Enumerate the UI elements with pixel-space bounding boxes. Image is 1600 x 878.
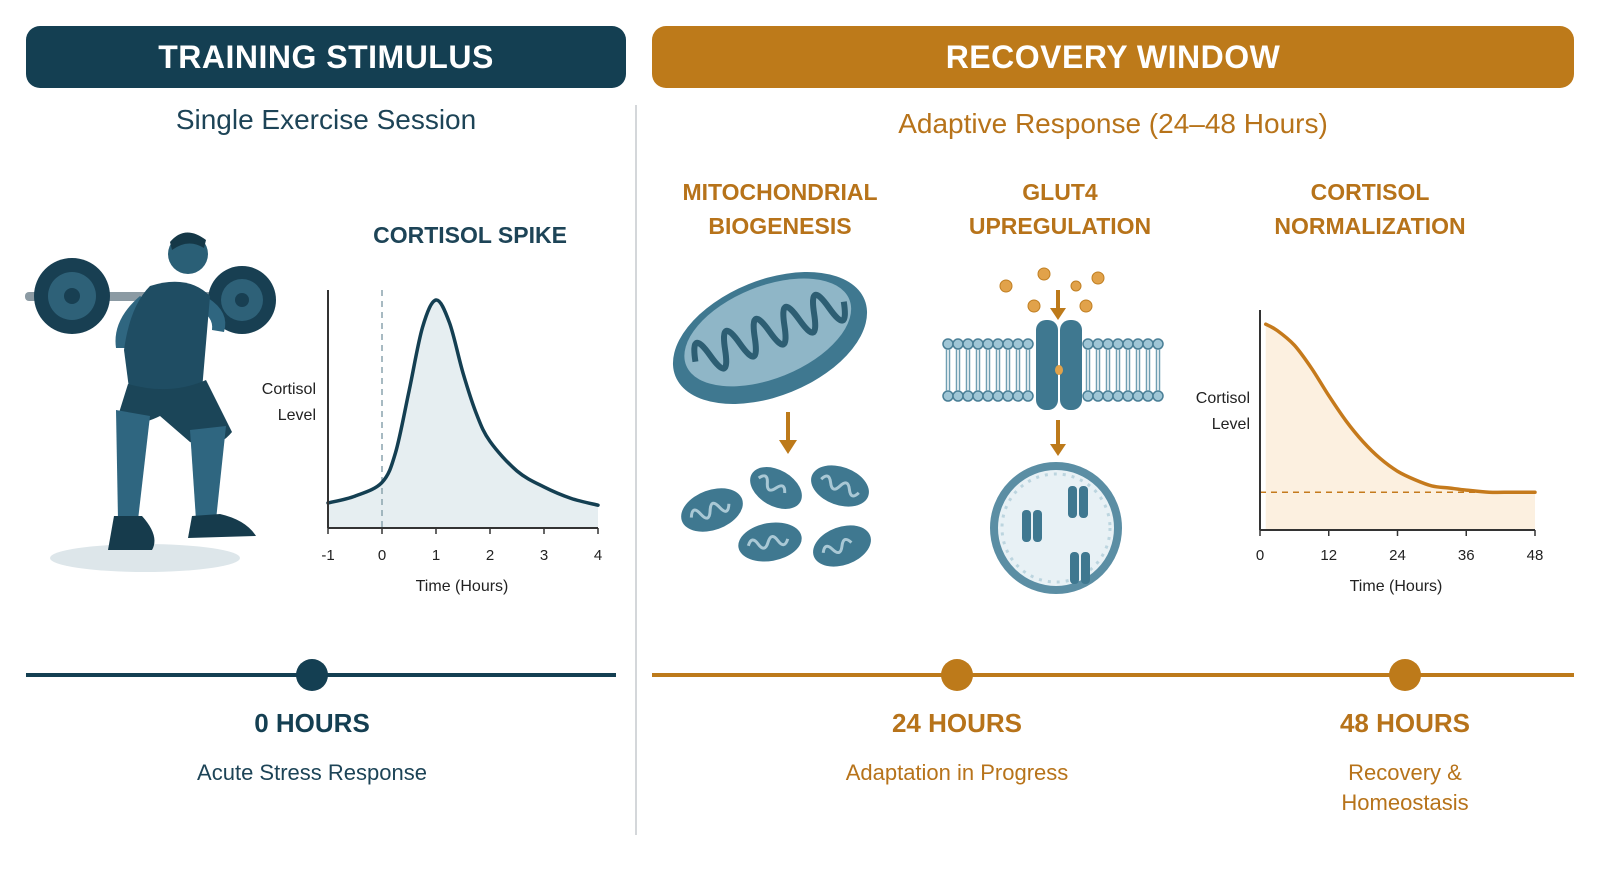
athlete-shoe-left [108,516,155,550]
cell-membrane-icon [942,267,1164,594]
lipid-head [1152,338,1164,350]
lipid-head [1152,390,1164,402]
glut4-transporter [1036,320,1058,410]
x-tick-label: 1 [432,547,440,564]
lipid-head [982,338,994,350]
cortisol-normalization-chart: 0 12 24 36 48 [1256,310,1544,564]
chart2-ylabel: Cortisol Level [1195,390,1250,433]
lipid-head [1092,390,1104,402]
lipid-head [1102,390,1114,402]
lipid-head [1022,338,1034,350]
glut4-upregulation-title: GLUT4 UPREGULATION [968,179,1152,239]
lipid-head [1012,338,1024,350]
timeline-marker-0h [296,659,328,691]
lipid-head [1002,338,1014,350]
lipid-head [1112,338,1124,350]
lipid-head [992,338,1004,350]
x-tick-label: 2 [486,547,494,564]
lipid-head [1022,390,1034,402]
x-tick-label: 0 [378,547,386,564]
timeline-marker-48h [1389,659,1421,691]
lipid-head [1142,338,1154,350]
x-tick-label: 48 [1527,547,1544,564]
x-tick-label: 3 [540,547,548,564]
stage-desc-24: Adaptation in Progress [845,760,1069,785]
chart2-xlabel: Time (Hours) [1349,578,1443,595]
athlete-torso [124,281,210,400]
lipid-head [982,390,994,402]
vesicle-icon [990,462,1122,594]
athlete-squat-icon [25,232,276,572]
timeline [26,659,1574,691]
training-stimulus-banner: TRAINING STIMULUS [26,26,626,88]
lipid-head [1122,390,1134,402]
lipid-head [962,338,974,350]
x-tick-label: 4 [594,547,602,564]
x-tick-label: 12 [1320,547,1337,564]
stage-desc-0: Acute Stress Response [197,760,427,785]
stage-desc-48: Recovery & Homeostasis [1341,760,1469,815]
chart-area-fill [328,299,598,528]
lipid-head [1132,390,1144,402]
lipid-head [1092,338,1104,350]
lipid-head [1002,390,1014,402]
chart-series-line [1263,322,1537,495]
lipid-head [1132,338,1144,350]
panel-divider [635,105,637,835]
chart-series-line [326,298,600,507]
small-mitochondria [681,465,871,567]
athlete-shadow [50,544,240,572]
lipid-head [1142,390,1154,402]
cortisol-normalization-title: CORTISOL NORMALIZATION [1274,179,1466,239]
glucose-molecules [999,267,1105,313]
stage-time-24: 24 HOURS [891,708,1023,738]
mitochondrial-biogenesis-title: MITOCHONDRIAL BIOGENESIS [682,179,878,239]
x-tick-label: 36 [1458,547,1475,564]
lipid-head [992,390,1004,402]
lipid-head [952,390,964,402]
lipid-head [1082,390,1094,402]
chart1-ylabel: Cortisol Level [261,381,316,424]
lipid-head [1012,390,1024,402]
lipid-head [952,338,964,350]
lipid-head [962,390,974,402]
lipid-head [1122,338,1134,350]
lipid-head [1102,338,1114,350]
lipid-head [942,338,954,350]
cortisol-spike-title: CORTISOL SPIKE [373,222,567,248]
recovery-window-banner: RECOVERY WINDOW [652,26,1574,88]
lipid-head [972,338,984,350]
cortisol-spike-chart: -1 0 1 2 3 4 [321,290,602,564]
left-subtitle: Single Exercise Session [175,104,477,135]
timeline-marker-24h [941,659,973,691]
lipid-head [1112,390,1124,402]
lipid-head [972,390,984,402]
stage-time-0: 0 HOURS [254,708,370,738]
x-tick-label: 24 [1389,547,1406,564]
chart1-xlabel: Time (Hours) [415,578,509,595]
mitochondrion-icon [672,272,871,567]
chart-area-fill [1265,324,1535,530]
lipid-head [942,390,954,402]
x-tick-label: 0 [1256,547,1264,564]
stage-time-48: 48 HOURS [1339,708,1471,738]
athlete-shoe-right [188,514,256,538]
right-subtitle: Adaptive Response (24–48 Hours) [898,108,1328,139]
lipid-head [1082,338,1094,350]
x-tick-label: -1 [321,547,334,564]
